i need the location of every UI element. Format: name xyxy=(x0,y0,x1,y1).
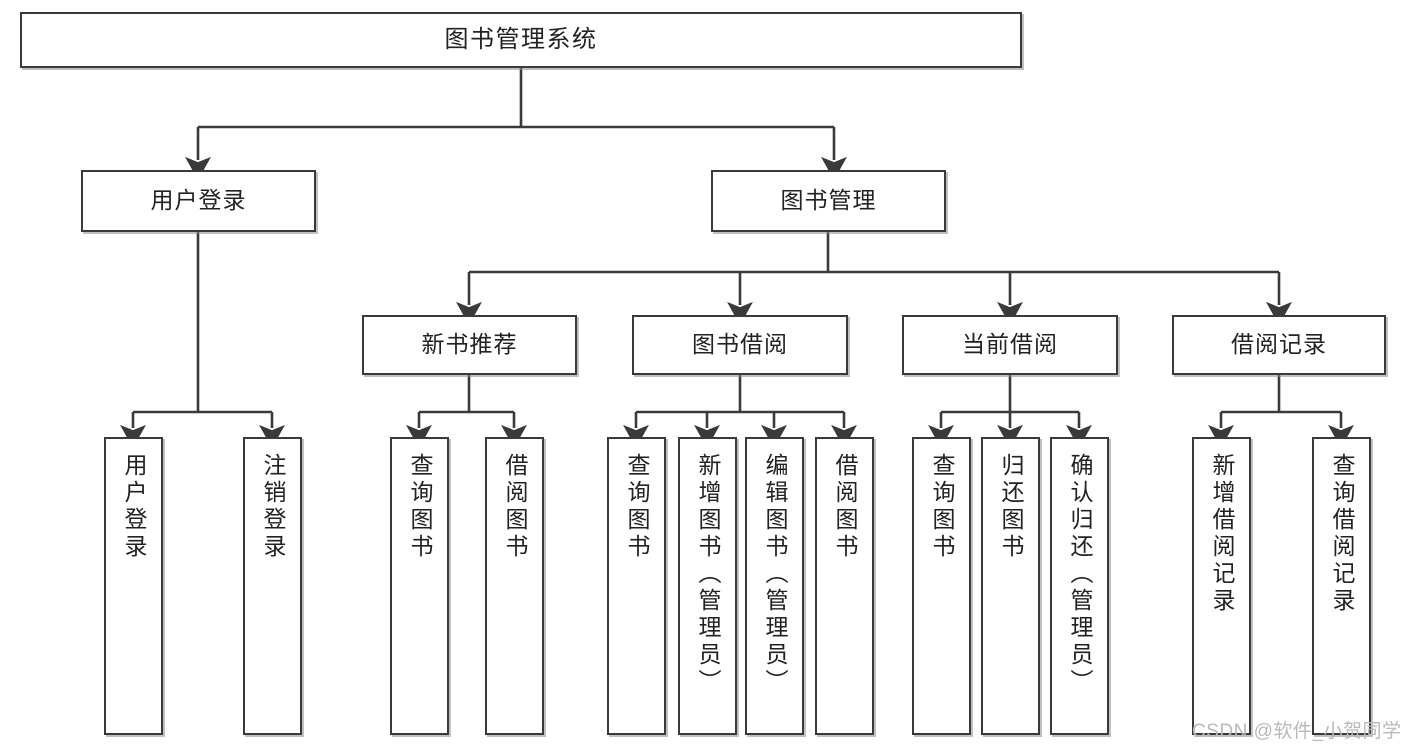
leaf-newbook-query-book[interactable]: 查询图书 xyxy=(390,437,449,735)
csdn-watermark: CSDN @软件_小贺同学 xyxy=(1192,721,1402,742)
leaf-bookborrow-borrow-book[interactable]: 借阅图书 xyxy=(815,437,874,735)
leaf-user-login-signin-label: 用户登录 xyxy=(121,453,147,561)
node-current-borrow-label: 当前借阅 xyxy=(962,331,1058,358)
node-user-login[interactable]: 用户登录 xyxy=(81,170,316,232)
leaf-currentborrow-confirm-return[interactable]: 确认归还（管理员） xyxy=(1050,437,1109,735)
leaf-user-login-signout-label: 注销登录 xyxy=(260,453,286,561)
leaf-borrowrecord-add-record[interactable]: 新增借阅记录 xyxy=(1192,437,1251,735)
leaf-bookborrow-borrow-book-label: 借阅图书 xyxy=(832,453,858,561)
node-new-book-recommend-label: 新书推荐 xyxy=(421,331,518,358)
node-root-system-label: 图书管理系统 xyxy=(444,25,598,53)
leaf-borrowrecord-query-record-label: 查询借阅记录 xyxy=(1329,453,1355,615)
leaf-bookborrow-edit-book-label: 编辑图书（管理员） xyxy=(762,453,788,696)
node-book-borrow[interactable]: 图书借阅 xyxy=(632,315,848,375)
node-book-management[interactable]: 图书管理 xyxy=(711,170,946,232)
node-new-book-recommend[interactable]: 新书推荐 xyxy=(362,315,577,375)
node-user-login-label: 用户登录 xyxy=(150,187,247,214)
node-book-management-label: 图书管理 xyxy=(780,187,877,214)
leaf-bookborrow-query-book-label: 查询图书 xyxy=(624,453,650,561)
leaf-borrowrecord-query-record[interactable]: 查询借阅记录 xyxy=(1312,437,1371,735)
leaf-newbook-query-book-label: 查询图书 xyxy=(407,453,433,561)
node-borrow-record[interactable]: 借阅记录 xyxy=(1172,315,1386,375)
leaf-bookborrow-add-book-label: 新增图书（管理员） xyxy=(695,453,721,696)
node-root-system[interactable]: 图书管理系统 xyxy=(20,12,1022,68)
node-book-borrow-label: 图书借阅 xyxy=(692,331,788,358)
leaf-user-login-signout[interactable]: 注销登录 xyxy=(243,437,302,735)
leaf-bookborrow-add-book[interactable]: 新增图书（管理员） xyxy=(678,437,737,735)
leaf-currentborrow-query-book[interactable]: 查询图书 xyxy=(912,437,971,735)
leaf-currentborrow-confirm-return-label: 确认归还（管理员） xyxy=(1067,453,1093,696)
leaf-bookborrow-query-book[interactable]: 查询图书 xyxy=(607,437,666,735)
leaf-currentborrow-return-book[interactable]: 归还图书 xyxy=(981,437,1040,735)
leaf-user-login-signin[interactable]: 用户登录 xyxy=(104,437,163,735)
leaf-newbook-borrow-book[interactable]: 借阅图书 xyxy=(485,437,544,735)
leaf-borrowrecord-add-record-label: 新增借阅记录 xyxy=(1209,453,1235,615)
leaf-currentborrow-query-book-label: 查询图书 xyxy=(929,453,955,561)
leaf-newbook-borrow-book-label: 借阅图书 xyxy=(502,453,528,561)
leaf-bookborrow-edit-book[interactable]: 编辑图书（管理员） xyxy=(745,437,804,735)
node-borrow-record-label: 借阅记录 xyxy=(1231,331,1327,358)
node-current-borrow[interactable]: 当前借阅 xyxy=(902,315,1118,375)
leaf-currentborrow-return-book-label: 归还图书 xyxy=(998,453,1024,561)
